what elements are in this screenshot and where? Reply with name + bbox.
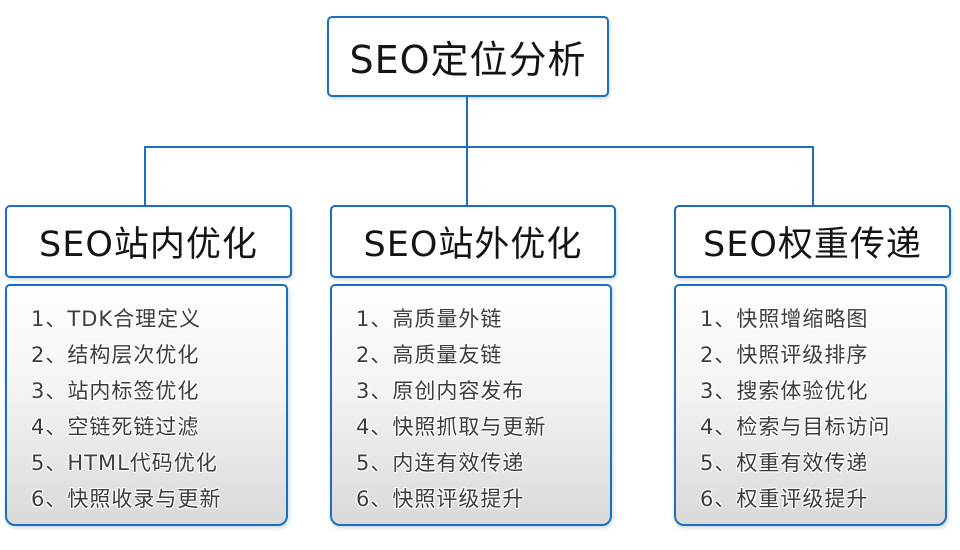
list-item: 3、搜索体验优化 [700, 379, 869, 403]
list-item: 3、站内标签优化 [31, 379, 200, 403]
root-node-seo-positioning-analysis: SEO定位分析 [327, 16, 609, 97]
branch-title: SEO权重传递 [703, 225, 922, 265]
branch-title-box: SEO权重传递 [674, 205, 951, 278]
list-item: 4、检索与目标访问 [700, 415, 891, 439]
connector-middle-drop [466, 146, 468, 205]
branch-title: SEO站内优化 [39, 225, 258, 265]
connector-left-drop [144, 146, 146, 205]
list-item: 5、权重有效传递 [700, 451, 869, 475]
list-item: 4、空链死链过滤 [31, 415, 200, 439]
list-item: 6、快照评级提升 [356, 487, 525, 511]
list-item: 1、快照增缩略图 [700, 307, 869, 331]
list-item: 4、快照抓取与更新 [356, 415, 547, 439]
root-node-title: SEO定位分析 [349, 38, 587, 82]
list-item: 2、快照评级排序 [700, 343, 869, 367]
branch-offsite-optimization: SEO站外优化 1、高质量外链 2、高质量友链 3、原创内容发布 4、快照抓取与… [330, 205, 616, 526]
list-item: 1、高质量外链 [356, 307, 503, 331]
branch-title: SEO站外优化 [363, 225, 583, 265]
connector-right-drop [812, 146, 814, 205]
list-item: 1、TDK合理定义 [31, 307, 202, 331]
connector-root-vertical [466, 95, 468, 148]
branch-item-list: 1、TDK合理定义 2、结构层次优化 3、站内标签优化 4、空链死链过滤 5、H… [5, 284, 288, 526]
list-item: 2、结构层次优化 [31, 343, 200, 367]
list-item: 3、原创内容发布 [356, 379, 525, 403]
list-item: 6、权重评级提升 [700, 487, 869, 511]
list-item: 5、内连有效传递 [356, 451, 525, 475]
branch-item-list: 1、高质量外链 2、高质量友链 3、原创内容发布 4、快照抓取与更新 5、内连有… [330, 284, 612, 526]
branch-title-box: SEO站外优化 [330, 205, 616, 278]
connector-horizontal [144, 146, 814, 148]
list-item: 2、高质量友链 [356, 343, 503, 367]
branch-onsite-optimization: SEO站内优化 1、TDK合理定义 2、结构层次优化 3、站内标签优化 4、空链… [5, 205, 292, 526]
list-item: 6、快照收录与更新 [31, 487, 222, 511]
branch-weight-transfer: SEO权重传递 1、快照增缩略图 2、快照评级排序 3、搜索体验优化 4、检索与… [674, 205, 951, 526]
branch-item-list: 1、快照增缩略图 2、快照评级排序 3、搜索体验优化 4、检索与目标访问 5、权… [674, 284, 947, 526]
list-item: 5、HTML代码优化 [31, 451, 218, 475]
branch-title-box: SEO站内优化 [5, 205, 292, 278]
